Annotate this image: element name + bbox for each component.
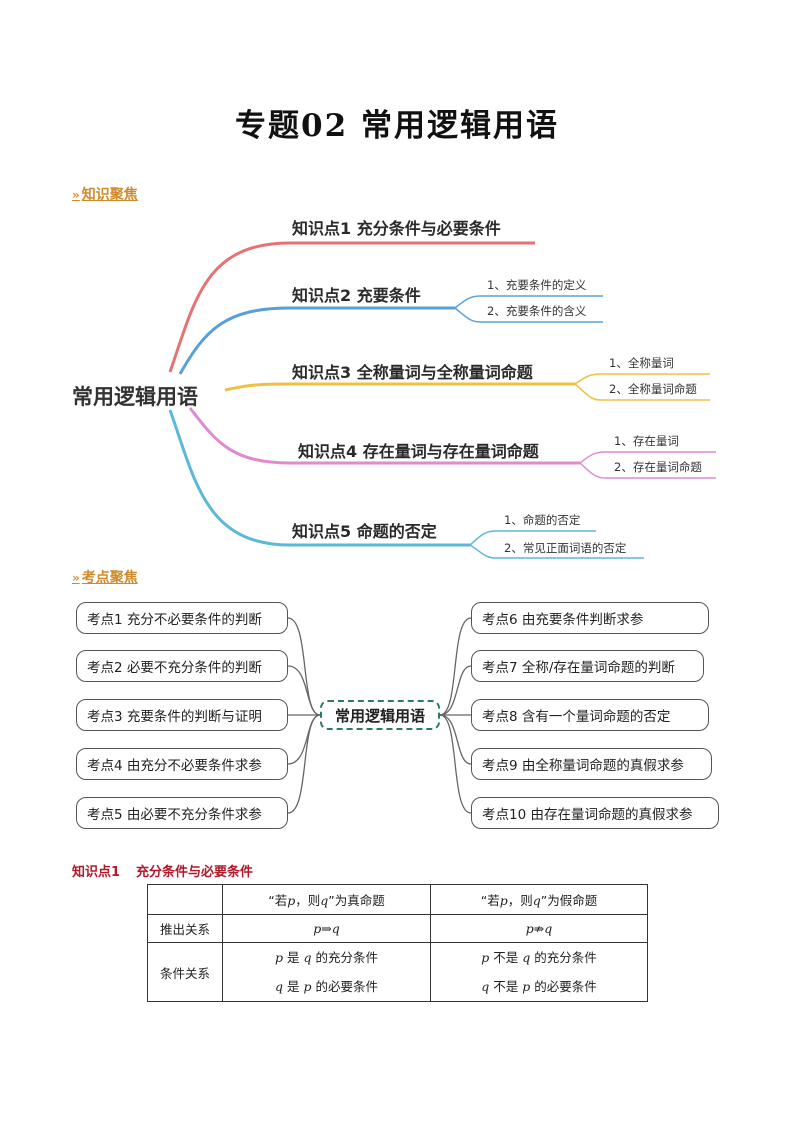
sub-item: 2、充要条件的含义 bbox=[487, 304, 587, 318]
table-cell: p 不是 q 的充分条件 q 不是 p 的必要条件 bbox=[430, 942, 648, 1002]
knowledge-point-2: 知识点2 充要条件 bbox=[292, 286, 421, 305]
exam-point-6: 考点6 由充要条件判断求参 bbox=[471, 602, 709, 634]
table-cell: p⇏q bbox=[430, 914, 648, 943]
exam-point-3: 考点3 充要条件的判断与证明 bbox=[76, 699, 288, 731]
sub-item: 1、全称量词 bbox=[609, 356, 674, 370]
row-label: 条件关系 bbox=[147, 942, 223, 1002]
exam-point-5: 考点5 由必要不充分条件求参 bbox=[76, 797, 288, 829]
exam-mindmap-center: 常用逻辑用语 bbox=[320, 700, 440, 730]
page-title: 专题02 常用逻辑用语 bbox=[235, 108, 559, 144]
table-cell: p⇒q bbox=[222, 914, 431, 943]
section-heading-knowledge: »知识聚焦 bbox=[72, 184, 138, 204]
knowledge-point-1: 知识点1 充分条件与必要条件 bbox=[292, 219, 501, 238]
knowledge-heading-number: 知识点1 bbox=[72, 865, 121, 880]
exam-point-7: 考点7 全称/存在量词命题的判断 bbox=[471, 650, 704, 682]
knowledge-point-4: 知识点4 存在量词与存在量词命题 bbox=[298, 442, 539, 461]
exam-point-1: 考点1 充分不必要条件的判断 bbox=[76, 602, 288, 634]
table-cell: p 是 q 的充分条件 q 是 p 的必要条件 bbox=[222, 942, 431, 1002]
section-heading-label: 考点聚焦 bbox=[81, 570, 138, 586]
table-row: 推出关系 p⇒q p⇏q bbox=[147, 914, 648, 943]
exam-point-8: 考点8 含有一个量词命题的否定 bbox=[471, 699, 709, 731]
table-header-true: “若p，则q”为真命题 bbox=[222, 884, 431, 915]
section-heading-exam-points: »考点聚焦 bbox=[72, 567, 138, 587]
knowledge-heading: 知识点1 充分条件与必要条件 bbox=[72, 861, 269, 880]
exam-point-9: 考点9 由全称量词命题的真假求参 bbox=[471, 748, 712, 780]
double-chevron-icon: » bbox=[72, 188, 80, 202]
exam-point-10: 考点10 由存在量词命题的真假求参 bbox=[471, 797, 719, 829]
condition-table: “若p，则q”为真命题 “若p，则q”为假命题 推出关系 p⇒q p⇏q 条件关… bbox=[147, 884, 648, 1002]
sub-item: 2、存在量词命题 bbox=[614, 460, 702, 474]
exam-point-2: 考点2 必要不充分条件的判断 bbox=[76, 650, 288, 682]
row-label: 推出关系 bbox=[147, 914, 223, 943]
table-header-row: “若p，则q”为真命题 “若p，则q”为假命题 bbox=[147, 884, 648, 915]
knowledge-point-3: 知识点3 全称量词与全称量词命题 bbox=[292, 363, 533, 382]
exam-point-4: 考点4 由充分不必要条件求参 bbox=[76, 748, 288, 780]
section-heading-label: 知识聚焦 bbox=[81, 187, 138, 203]
sub-item: 2、常见正面词语的否定 bbox=[504, 541, 627, 555]
double-chevron-icon: » bbox=[72, 571, 80, 585]
sub-item: 1、充要条件的定义 bbox=[487, 278, 587, 292]
mindmap-root: 常用逻辑用语 bbox=[72, 385, 198, 409]
sub-item: 1、命题的否定 bbox=[504, 513, 581, 527]
table-header-false: “若p，则q”为假命题 bbox=[430, 884, 648, 915]
sub-item: 2、全称量词命题 bbox=[609, 382, 697, 396]
table-row: 条件关系 p 是 q 的充分条件 q 是 p 的必要条件 p 不是 q 的充分条… bbox=[147, 942, 648, 1002]
knowledge-heading-text: 充分条件与必要条件 bbox=[136, 865, 254, 880]
knowledge-point-5: 知识点5 命题的否定 bbox=[292, 522, 437, 541]
table-corner-cell bbox=[147, 884, 223, 915]
sub-item: 1、存在量词 bbox=[614, 434, 679, 448]
